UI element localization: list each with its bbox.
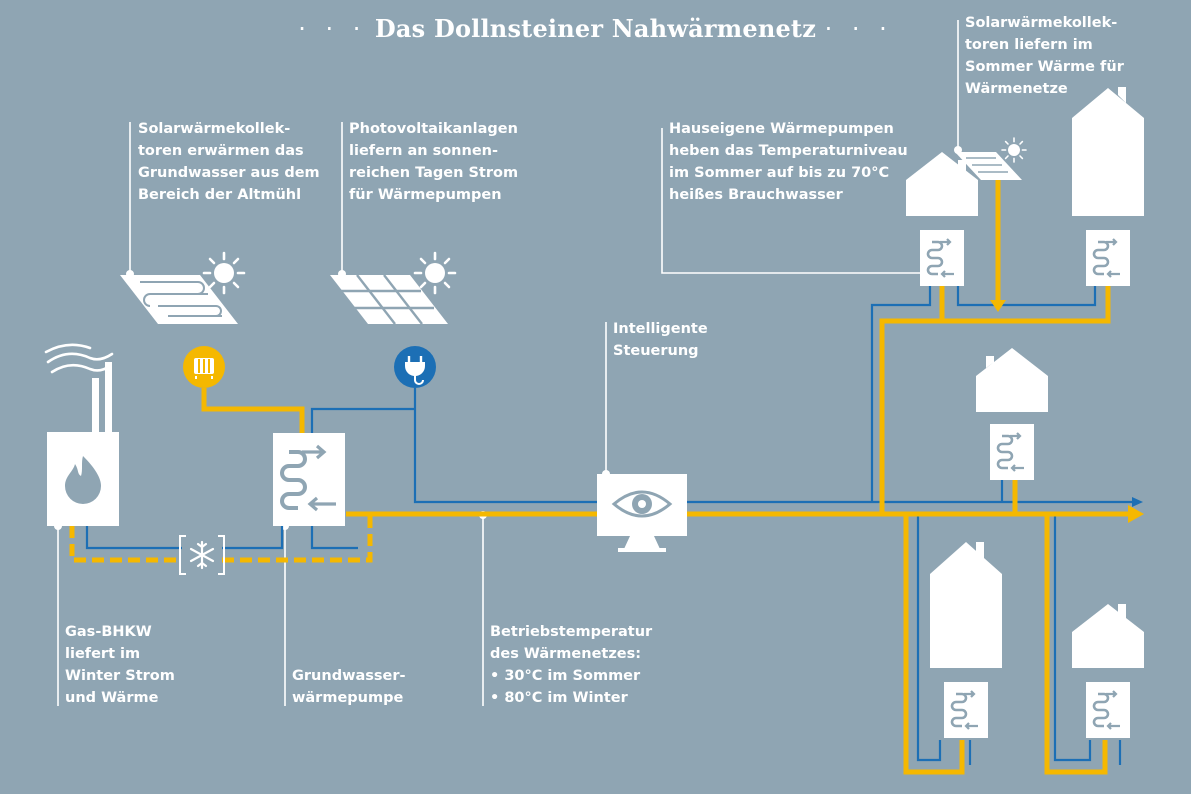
pointer-lines xyxy=(57,20,959,706)
house-icon xyxy=(1072,604,1144,668)
house-icon xyxy=(906,150,978,216)
title-ornament-left: · · · xyxy=(298,15,367,43)
groundwater-heat-pump xyxy=(273,433,345,526)
label-gas-chp: Gas-BHKW liefert im Winter Strom und Wär… xyxy=(65,624,175,706)
gas-chp-unit xyxy=(47,362,119,526)
title-ornament-right: · · · xyxy=(824,15,893,43)
eye-icon xyxy=(611,490,673,518)
radiator-icon xyxy=(183,346,225,388)
heat-arrow xyxy=(1128,505,1144,523)
diagram-title: · · · Das Dollnsteiner Nahwärmenetz · · … xyxy=(0,14,1191,43)
label-solar-groundwater: Solarwärmekollek- toren erwärmen das Gru… xyxy=(138,121,320,203)
snowflake-icon xyxy=(179,535,225,575)
pv-panel xyxy=(330,274,448,325)
label-house-heatpumps: Hauseigene Wärmepumpen heben das Tempera… xyxy=(669,121,908,203)
houses xyxy=(906,87,1144,668)
label-operating-temp: Betriebstemperatur des Wärmenetzes: • 30… xyxy=(490,624,653,706)
house-icon xyxy=(930,542,1002,668)
heat-exchanger-icon xyxy=(918,228,966,288)
heat-pipes xyxy=(201,178,1130,775)
sun-icon xyxy=(1001,137,1027,163)
label-groundwater-pump: Grundwasser- wärmepumpe xyxy=(292,668,406,706)
title-text: Das Dollnsteiner Nahwärmenetz xyxy=(374,14,817,43)
solar-collector-left xyxy=(120,275,238,324)
house-icon xyxy=(976,348,1048,412)
solar-collector-roof xyxy=(955,152,1022,180)
heat-arrow-down xyxy=(990,300,1006,312)
sun-icon xyxy=(413,251,457,295)
winter-heat-pipes xyxy=(69,514,373,563)
label-smart-control: Intelligente Steuerung xyxy=(613,321,708,359)
power-arrow xyxy=(1132,497,1143,507)
label-photovoltaic: Photovoltaikanlagen liefern an sonnen- r… xyxy=(349,121,519,203)
smoke-icon xyxy=(44,343,114,374)
heat-exchanger-icon xyxy=(1084,228,1132,288)
label-solar-summer: Solarwärmekollek- toren liefern im Somme… xyxy=(965,15,1124,97)
heat-exchanger-icon xyxy=(1084,680,1132,740)
house-icon xyxy=(1072,87,1144,216)
heat-exchanger-icon xyxy=(942,680,990,740)
flame-icon xyxy=(65,456,101,504)
power-lines xyxy=(85,286,1138,765)
heat-exchanger-icon xyxy=(988,422,1036,482)
plug-icon xyxy=(394,346,436,388)
sun-icon xyxy=(202,251,246,295)
